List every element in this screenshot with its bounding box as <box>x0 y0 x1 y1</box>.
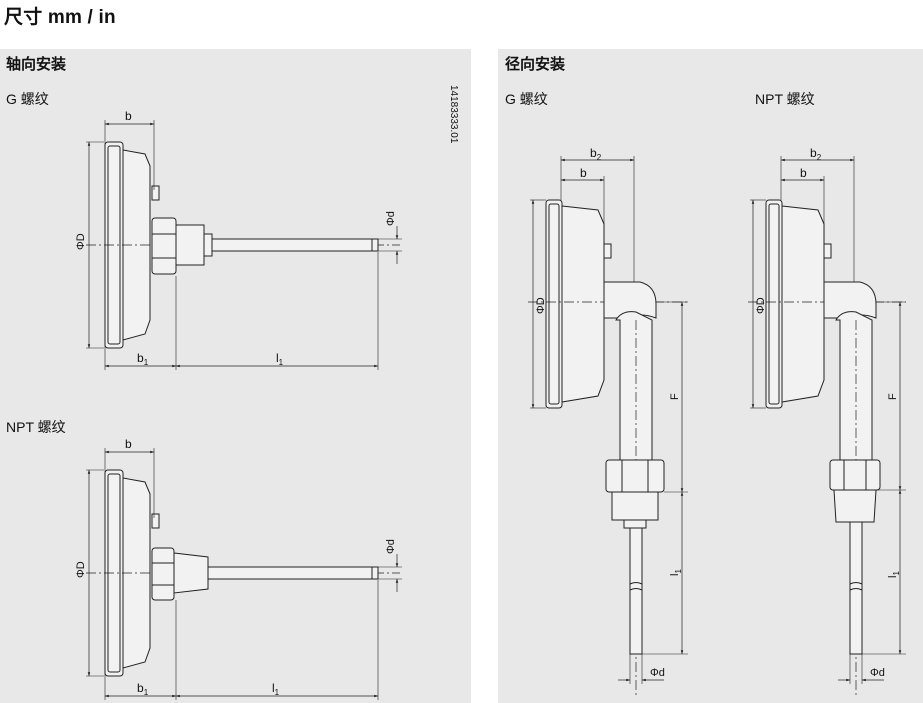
radial-npt-b-label: b <box>800 166 807 180</box>
axial-npt-phid-label: Φd <box>385 539 397 554</box>
axial-npt-drawing <box>86 448 402 700</box>
axial-g-b-label: b <box>125 109 132 123</box>
radial-g-F-label: F <box>669 393 681 400</box>
radial-npt-phid-label: Φd <box>870 667 885 679</box>
axial-mounting-heading: 轴向安装 <box>6 56 67 73</box>
radial-g-phiD-label: ΦD <box>535 297 547 314</box>
axial-npt-phiD-label: ΦD <box>75 561 87 578</box>
axial-npt-l1-label: l1 <box>272 681 280 697</box>
radial-g-phid-label: Φd <box>650 667 665 679</box>
axial-npt-thread-label: NPT 螺纹 <box>6 419 66 435</box>
radial-npt-F-label: F <box>887 393 899 400</box>
radial-npt-l1-label: l1 <box>887 571 901 578</box>
radial-mounting-heading: 径向安装 <box>505 56 566 73</box>
radial-npt-thread-label: NPT 螺纹 <box>755 91 815 107</box>
page-title: 尺寸 mm / in <box>4 7 116 28</box>
axial-g-thread-label: G 螺纹 <box>6 91 49 107</box>
radial-g-b-label: b <box>580 166 587 180</box>
radial-npt-b2-label: b2 <box>810 146 822 162</box>
axial-npt-b-label: b <box>125 437 132 451</box>
axial-g-l1-label: l1 <box>276 351 284 367</box>
axial-npt-b1-label: b1 <box>137 681 149 697</box>
axial-g-phiD-label: ΦD <box>75 233 87 250</box>
radial-g-l1-label: l1 <box>669 569 683 576</box>
axial-g-drawing <box>86 120 402 370</box>
radial-npt-phiD-label: ΦD <box>755 297 767 314</box>
axial-g-b1-label: b1 <box>137 351 149 367</box>
radial-g-drawing <box>528 156 690 698</box>
radial-g-b2-label: b2 <box>590 146 602 162</box>
radial-g-thread-label: G 螺纹 <box>505 91 548 107</box>
axial-g-phid-label: Φd <box>385 211 397 226</box>
radial-npt-drawing <box>748 156 906 698</box>
axial-mounting-panel <box>0 49 471 703</box>
